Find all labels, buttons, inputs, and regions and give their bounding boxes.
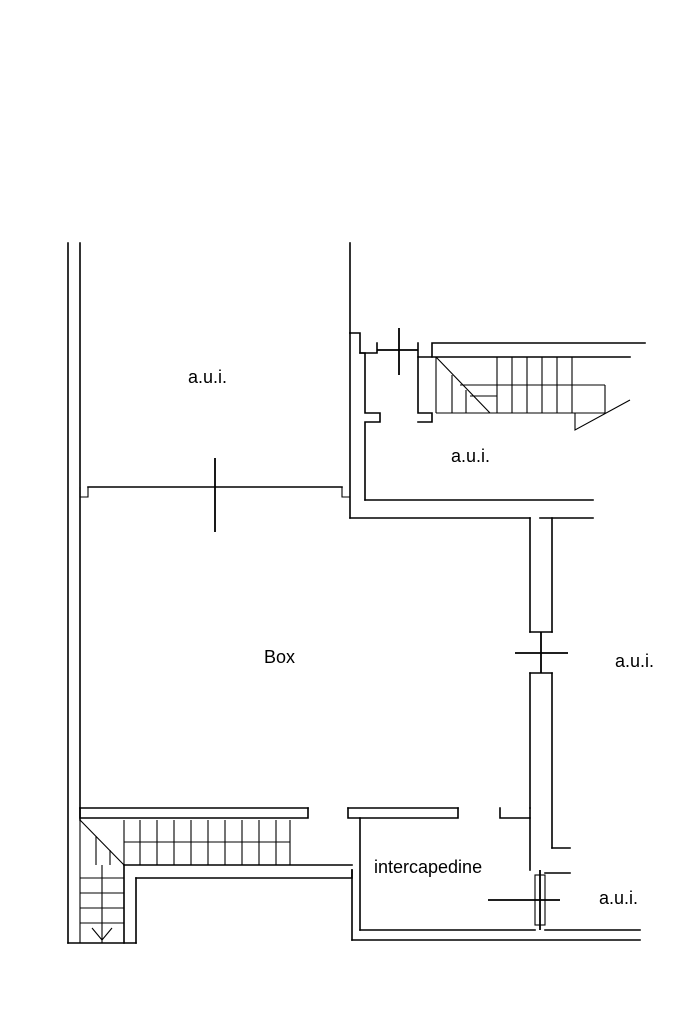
room-label-aui-bottom-right: a.u.i. [599,888,638,908]
room-label-aui-right: a.u.i. [615,651,654,671]
room-labels: a.u.i. a.u.i. Box a.u.i. intercapedine a… [188,367,654,908]
room-label-intercapedine: intercapedine [374,857,482,877]
room-label-box: Box [264,647,295,667]
stairs-bottom [79,819,291,943]
stairs-top [435,356,631,431]
room-label-aui-top-right: a.u.i. [451,446,490,466]
outer-walls [67,242,646,944]
door-symbols [214,328,568,930]
room-label-aui-top-left: a.u.i. [188,367,227,387]
